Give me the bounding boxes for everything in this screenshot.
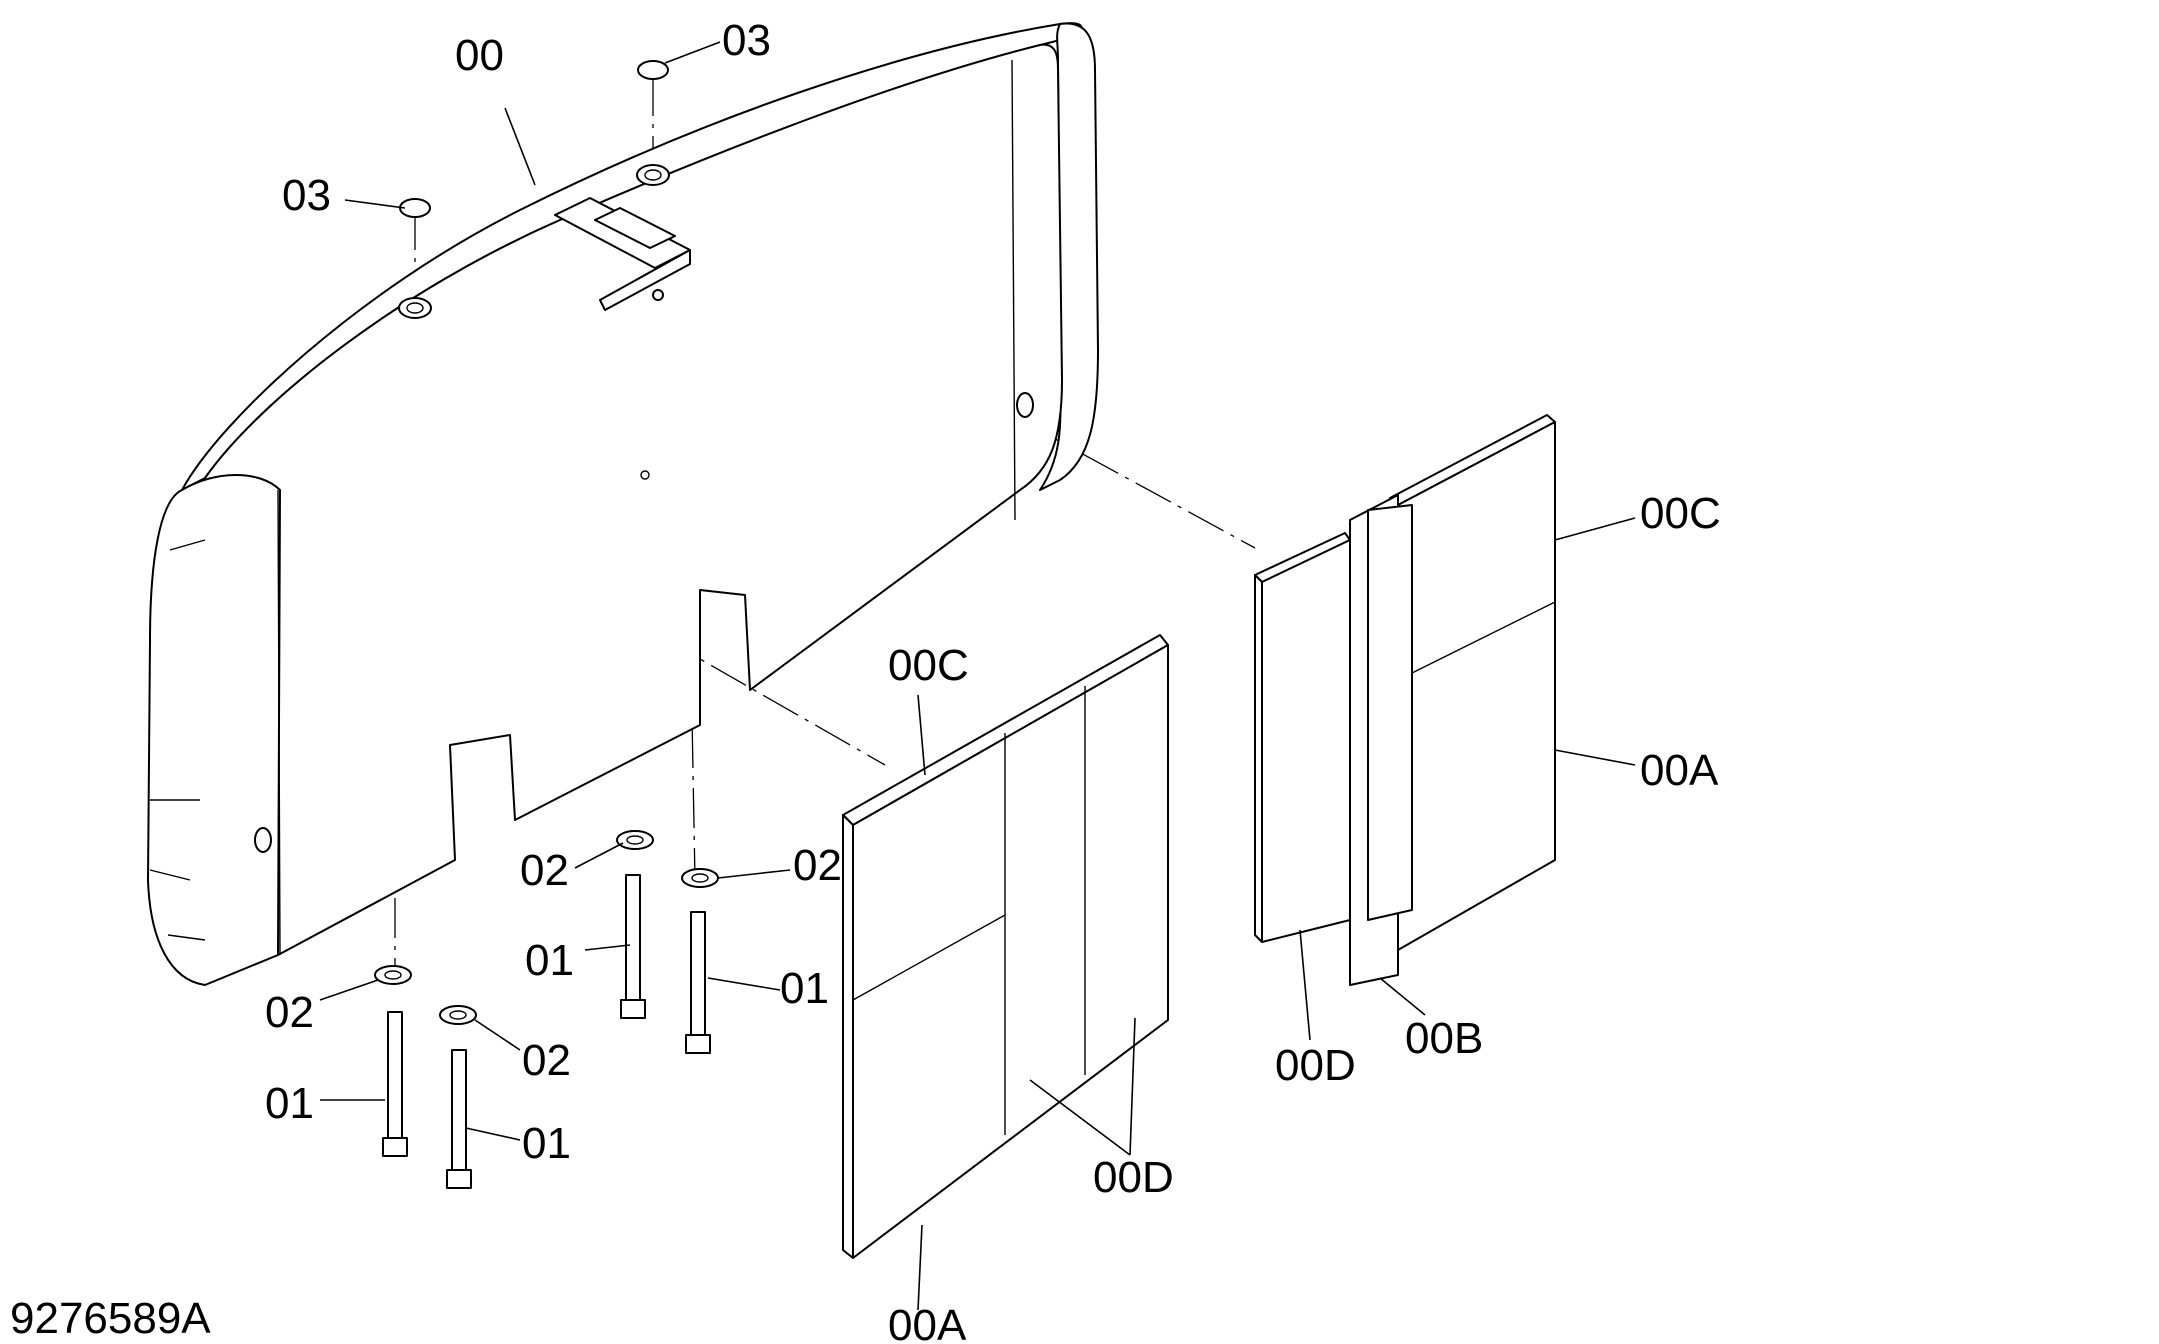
label-00D-front: 00D (1093, 1153, 1174, 1202)
label-03-left: 03 (282, 171, 331, 220)
label-00C-right: 00C (1640, 489, 1721, 538)
label-00: 00 (455, 31, 504, 80)
bolts (382, 874, 711, 1189)
cap-right (637, 60, 669, 80)
label-01-d: 01 (522, 1119, 571, 1168)
label-01-c: 01 (265, 1079, 314, 1128)
label-02-a: 02 (520, 846, 569, 895)
leader-lines (319, 41, 1636, 1311)
label-02-d: 02 (522, 1036, 571, 1085)
drawing-number: 9276589A (10, 1294, 211, 1343)
callout-labels: 00 03 03 00C 00C 00A 02 02 01 01 02 02 0… (10, 16, 1721, 1344)
label-00B: 00B (1405, 1014, 1483, 1063)
label-00A-front: 00A (888, 1301, 967, 1344)
weight-stack-rear (1254, 414, 1556, 986)
label-03-right: 03 (722, 16, 771, 65)
label-00C-front: 00C (888, 641, 969, 690)
label-02-b: 02 (793, 841, 842, 890)
washers (374, 830, 719, 1025)
label-01-a: 01 (525, 936, 574, 985)
label-00D-right: 00D (1275, 1041, 1356, 1090)
counterweight-body (147, 22, 1099, 986)
label-02-c: 02 (265, 988, 314, 1037)
weight-stack-front (842, 634, 1169, 1259)
label-00A-right: 00A (1640, 746, 1719, 795)
label-01-b: 01 (780, 964, 829, 1013)
